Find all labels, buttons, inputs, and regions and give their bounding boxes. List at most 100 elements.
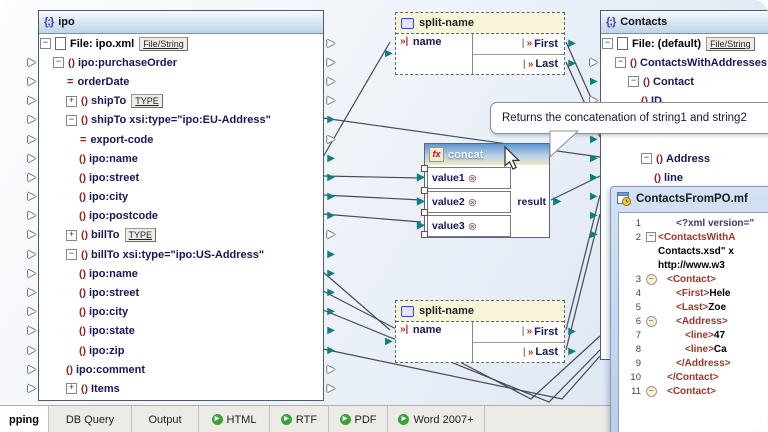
tree-row-ipo-state[interactable]: ▶()ipo:state▶ bbox=[28, 322, 335, 341]
input-connector[interactable]: ▶ bbox=[28, 325, 36, 337]
connection-wire[interactable] bbox=[322, 271, 391, 331]
tree-row-ipo-purchaseorder[interactable]: ▶−()ipo:purchaseOrder▶ bbox=[28, 53, 335, 72]
input-connector[interactable]: ▶ bbox=[590, 190, 598, 202]
input-connector[interactable]: ▶ bbox=[28, 210, 36, 222]
input-connector[interactable]: ▶ bbox=[28, 363, 36, 375]
delete-input-icon[interactable]: ⊗ bbox=[467, 220, 477, 233]
input-connector[interactable]: ▶ bbox=[590, 210, 598, 222]
expander-minus-icon[interactable]: − bbox=[66, 114, 77, 126]
tree-row-ipo-street[interactable]: ▶()ipo:street▶ bbox=[28, 283, 335, 302]
output-connector[interactable]: ▶ bbox=[568, 58, 576, 70]
concat-input-value1[interactable]: ▶value1⊗ bbox=[417, 167, 511, 189]
tree-row-shipto-xsi-type-ipo-eu-address-[interactable]: ▶−()shipTo xsi:type="ipo:EU-Address"▶ bbox=[28, 111, 335, 130]
output-connector[interactable]: ▶ bbox=[327, 306, 335, 318]
input-connector[interactable]: ▶ bbox=[28, 190, 36, 202]
output-connector[interactable]: ▶ bbox=[327, 152, 335, 164]
tree-row-ipo-postcode[interactable]: ▶()ipo:postcode▶ bbox=[28, 207, 335, 226]
output-connector[interactable]: ▶ bbox=[327, 75, 335, 87]
output-connector[interactable]: ▶ bbox=[327, 190, 335, 202]
output-connector[interactable]: ▶ bbox=[568, 346, 576, 358]
output-connector[interactable]: ▶ bbox=[568, 37, 576, 49]
split-name-function-bottom[interactable]: split-name ▶ »| name |» First ▶ |» Last … bbox=[385, 300, 576, 363]
tab-word-2007-[interactable]: ▶Word 2007+ bbox=[388, 406, 485, 432]
tree-row-contact[interactable]: ▶−()Contact bbox=[590, 72, 768, 91]
output-connector[interactable]: ▶ bbox=[327, 56, 335, 68]
output-connector[interactable]: ▶ bbox=[327, 363, 335, 375]
input-connector[interactable]: ▶ bbox=[590, 133, 598, 145]
input-connector[interactable]: ▶ bbox=[417, 171, 425, 183]
input-connector[interactable]: ▶ bbox=[590, 75, 598, 87]
input-connector[interactable]: ▶ bbox=[28, 133, 36, 145]
badge-button[interactable]: File/String bbox=[706, 36, 755, 51]
split-name-top-titlebar[interactable]: split-name bbox=[396, 13, 564, 34]
output-connector[interactable]: ▶ bbox=[327, 344, 335, 356]
output-connector[interactable]: ▶ bbox=[327, 382, 335, 394]
input-connector[interactable]: ▶ bbox=[590, 229, 598, 241]
input-connector[interactable]: ▶ bbox=[28, 171, 36, 183]
connection-wire[interactable] bbox=[322, 348, 601, 400]
input-connector[interactable]: ▶ bbox=[28, 267, 36, 279]
input-connector[interactable]: ▶ bbox=[28, 286, 36, 298]
preview-window-titlebar[interactable]: ContactsFromPO.mf bbox=[611, 187, 768, 211]
extend-input-handle-icon[interactable] bbox=[421, 165, 428, 172]
tree-row-billto-xsi-type-ipo-us-address-[interactable]: ▶−()billTo xsi:type="ipo:US-Address"▶ bbox=[28, 245, 335, 264]
output-connector[interactable]: ▶ bbox=[327, 286, 335, 298]
input-connector[interactable]: ▶ bbox=[28, 382, 36, 394]
concat-input-value3[interactable]: ▶value3⊗ bbox=[417, 215, 511, 237]
tree-row-ipo-street[interactable]: ▶()ipo:street▶ bbox=[28, 168, 335, 187]
output-connector[interactable]: ▶ bbox=[327, 210, 335, 222]
tab-output[interactable]: Output bbox=[132, 406, 199, 432]
expander-minus-icon[interactable]: − bbox=[641, 153, 652, 165]
tab-html[interactable]: ▶HTML bbox=[199, 406, 270, 432]
delete-input-icon[interactable]: ⊗ bbox=[467, 172, 477, 185]
output-connector[interactable]: ▶ bbox=[327, 114, 335, 126]
connection-wire[interactable] bbox=[322, 175, 422, 179]
connection-wire[interactable] bbox=[322, 194, 422, 201]
tab-pdf[interactable]: ▶PDF bbox=[329, 406, 388, 432]
output-connector[interactable]: ▶ bbox=[327, 325, 335, 337]
connection-wire[interactable] bbox=[322, 41, 391, 158]
tab-rtf[interactable]: ▶RTF bbox=[270, 406, 329, 432]
expander-minus-icon[interactable]: − bbox=[66, 249, 77, 261]
tree-row-ipo-city[interactable]: ▶()ipo:city▶ bbox=[28, 188, 335, 207]
tree-row-file-default-[interactable]: −File: (default)File/String bbox=[601, 34, 768, 53]
expander-plus-icon[interactable]: + bbox=[66, 229, 77, 241]
input-connector[interactable]: ▶ bbox=[385, 335, 393, 347]
split-name-bottom-titlebar[interactable]: split-name bbox=[396, 301, 564, 322]
concat-titlebar[interactable]: fx concat bbox=[425, 144, 549, 165]
tab-db-query[interactable]: DB Query bbox=[49, 406, 132, 432]
tree-row-contactswithaddresses[interactable]: ▶−()ContactsWithAddresses bbox=[590, 53, 768, 72]
extend-input-handle-icon[interactable] bbox=[421, 231, 428, 238]
expander-minus-icon[interactable]: − bbox=[628, 76, 639, 88]
expander-minus-icon[interactable]: − bbox=[615, 57, 626, 69]
tree-row-hidden[interactable]: ▶ bbox=[590, 226, 768, 245]
tree-row-ipo-city[interactable]: ▶()ipo:city▶ bbox=[28, 303, 335, 322]
expander-plus-icon[interactable]: + bbox=[66, 95, 77, 107]
concat-function[interactable]: fx concat ▶value1⊗▶value2⊗▶value3⊗ resul… bbox=[417, 143, 561, 238]
expander-minus-icon[interactable]: − bbox=[602, 38, 613, 50]
connection-wire[interactable] bbox=[550, 175, 601, 201]
output-connector[interactable]: ▶ bbox=[327, 94, 335, 106]
output-connector[interactable]: ▶ bbox=[327, 171, 335, 183]
input-connector[interactable]: ▶ bbox=[28, 114, 36, 126]
tree-row-line[interactable]: ▶()line bbox=[590, 168, 768, 187]
component-ipo-titlebar[interactable]: {;} ipo bbox=[39, 11, 323, 34]
extend-input-handle-icon[interactable] bbox=[421, 209, 428, 216]
tree-row-hidden[interactable]: ▶ bbox=[590, 130, 768, 149]
input-connector[interactable]: ▶ bbox=[28, 152, 36, 164]
tree-row-hidden[interactable]: ▶ bbox=[590, 207, 768, 226]
tree-row-id[interactable]: ▶()ID bbox=[590, 92, 768, 111]
input-connector[interactable]: ▶ bbox=[417, 195, 425, 207]
output-connector[interactable]: ▶ bbox=[327, 267, 335, 279]
badge-button[interactable]: TYPE bbox=[131, 94, 163, 109]
input-connector[interactable]: ▶ bbox=[28, 75, 36, 87]
input-connector[interactable]: ▶ bbox=[28, 229, 36, 241]
tab-pping[interactable]: pping bbox=[0, 406, 49, 432]
input-connector[interactable]: ▶ bbox=[28, 306, 36, 318]
connection-wire[interactable] bbox=[565, 213, 601, 351]
input-connector[interactable]: ▶ bbox=[28, 94, 36, 106]
connection-wire[interactable] bbox=[322, 213, 422, 223]
